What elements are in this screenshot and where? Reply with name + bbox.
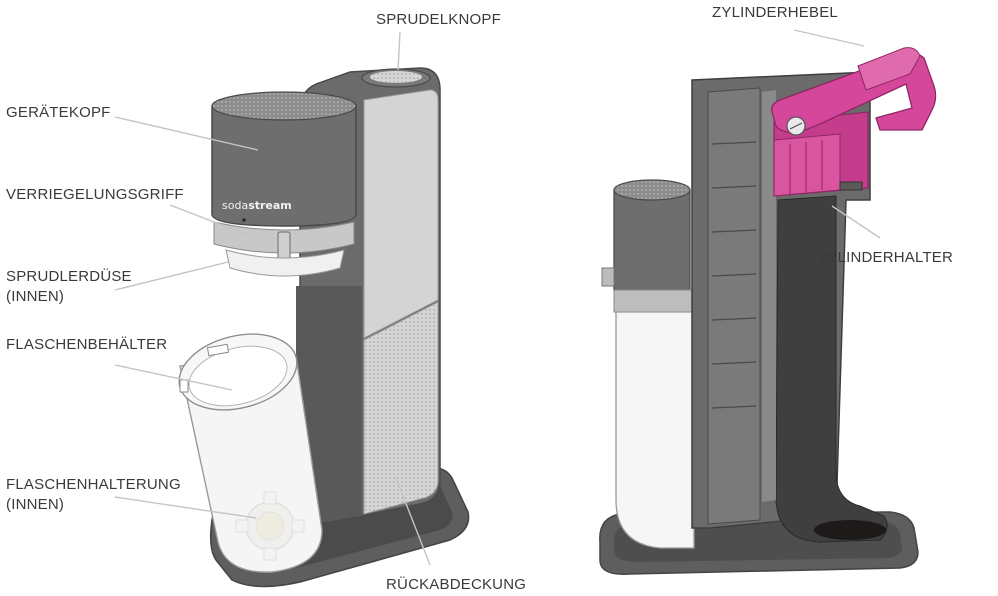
label-zylinderhalter: ZYLINDERHALTER: [818, 249, 953, 266]
label-flaschenhalterung-2: (INNEN): [6, 496, 64, 513]
brand-dot: [242, 218, 246, 222]
sprudel-button-mesh: [370, 71, 422, 83]
cylinder-socket: [814, 520, 886, 540]
label-geraetekopf: GERÄTEKOPF: [6, 104, 111, 121]
cylinder-holder-face: [774, 134, 840, 196]
label-rueckabdeckung: RÜCKABDECKUNG: [386, 575, 526, 593]
label-sprudlerduese-1: SPRUDLERDÜSE: [6, 267, 132, 285]
right-bottle: [602, 180, 694, 548]
left-device: sodastream: [171, 68, 469, 587]
label-flaschenbehaelter: FLASCHENBEHÄLTER: [6, 336, 167, 353]
label-flaschenhalterung-1: FLASCHENHALTERUNG: [6, 476, 181, 493]
rear-cover-mesh: [364, 302, 438, 514]
label-sprudlerduese-2: (INNEN): [6, 288, 64, 305]
label-verriegelungsgriff: VERRIEGELUNGSGRIFF: [6, 186, 184, 203]
brand-logo: sodastream: [222, 199, 292, 212]
label-zylinderhebel: ZYLINDERHEBEL: [712, 4, 838, 21]
cylinder-holder-clip: [840, 182, 862, 190]
label-sprudelknopf: SPRUDELKNOPF: [376, 11, 501, 28]
cylinder-channel: [776, 196, 887, 542]
right-device: [600, 48, 936, 575]
front-panel: [364, 90, 438, 338]
head-top-mesh: [212, 92, 356, 120]
right-inner-wall: [708, 88, 760, 524]
